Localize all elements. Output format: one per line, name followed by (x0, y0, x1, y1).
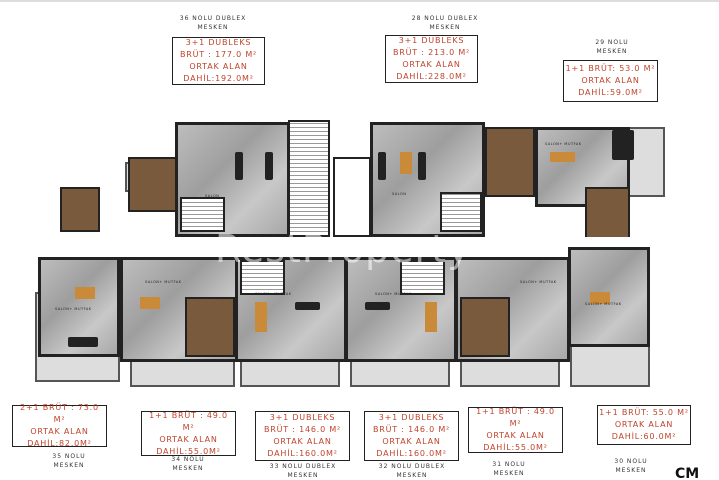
watermark: RestProperty (215, 227, 471, 271)
room-label: SALON+ MUTFAK (375, 292, 412, 296)
room-label: SALON+ MUTFAK (55, 307, 92, 311)
room-label: SALON (392, 192, 407, 196)
room-label: SALON+ MUTFAK (545, 142, 582, 146)
room-label: SALON+ MUTFAK (145, 280, 182, 284)
room-label: SALON (205, 194, 220, 198)
room-label: SALON+ MUTFAK (585, 302, 622, 306)
room-label: SALON+ MUTFAK (520, 280, 557, 284)
brand-logo: CM (675, 466, 700, 480)
room-label: SALON+ MUTFAK (255, 292, 292, 296)
